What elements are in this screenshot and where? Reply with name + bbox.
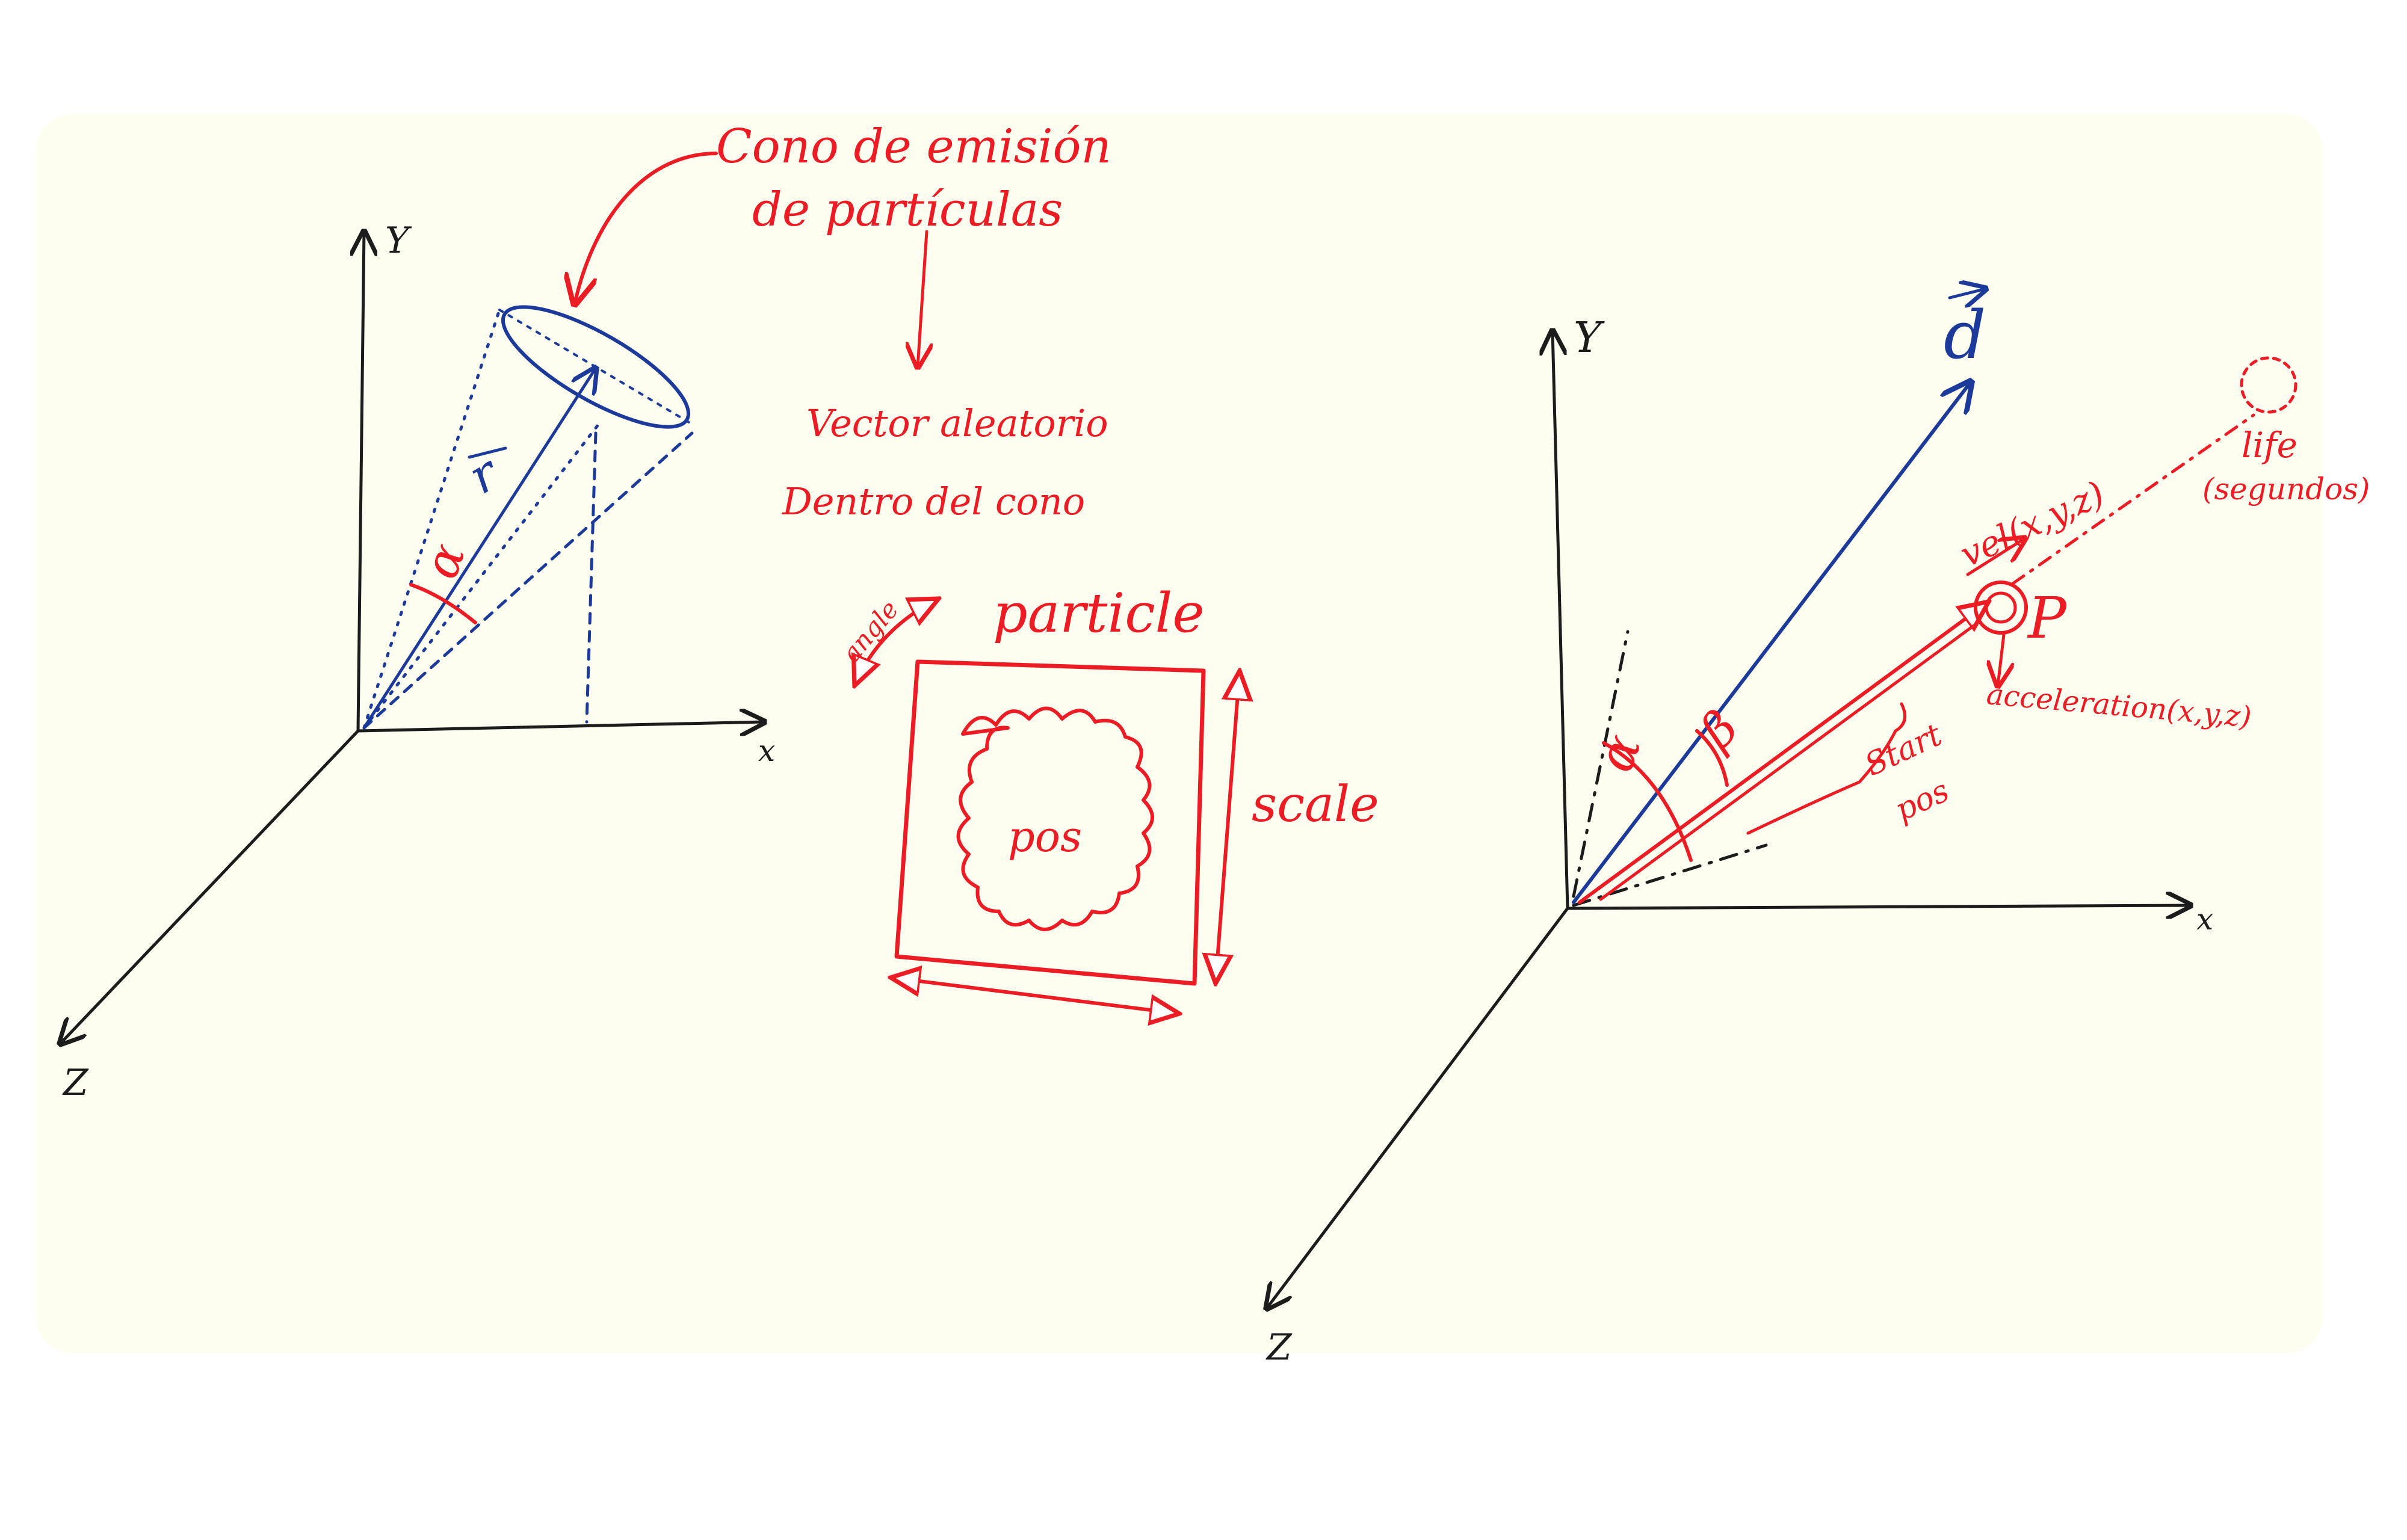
angle-rotation-arrow (854, 599, 939, 686)
direction-d-label-arrow (1948, 289, 1986, 298)
random-vector-title: Vector aleatorio (806, 401, 1108, 445)
random-vector-pointer-arrow (918, 230, 927, 367)
life-label-line2: (segundos) (2202, 472, 2370, 507)
life-end-point (2240, 356, 2297, 414)
particle-quad (894, 659, 1206, 986)
start-pos-vector (1578, 602, 1989, 904)
velocity-arrow (1966, 538, 2025, 576)
cone-vector-r (362, 368, 596, 730)
left-z-axis-label: Z (62, 1062, 89, 1104)
particle-sprite (854, 599, 1240, 1014)
scale-horizontal-arrow (891, 978, 1179, 1014)
right-figure (1267, 331, 2297, 1308)
right-x-axis-label: x (2196, 902, 2213, 937)
left-figure (60, 232, 764, 1044)
right-x-axis (1566, 905, 2190, 908)
start-pos-vector-parallel (1599, 624, 1976, 901)
particle-blob (956, 706, 1154, 931)
direction-vector-d (1572, 382, 1971, 904)
left-x-axis (356, 722, 764, 731)
cone-emission-title: Cono de emisión (716, 120, 1111, 174)
right-z-axis-label: Z (1265, 1326, 1293, 1369)
cone-dashed-edge-right (362, 431, 694, 730)
direction-d-label: d (1944, 297, 1986, 374)
right-alpha-arc (1602, 741, 1693, 862)
right-y-axis (1553, 331, 1569, 910)
left-alpha-arc (409, 583, 477, 624)
random-vector-subtitle: Dentro del cono (782, 479, 1085, 523)
start-pos-bracket (1746, 702, 1907, 835)
particle-pos-label: pos (1008, 812, 1082, 861)
life-label-line1: life (2242, 425, 2297, 466)
point-p-label: P (2027, 585, 2068, 651)
left-x-axis-label: x (758, 733, 775, 768)
cone-vector-label-bar (468, 446, 507, 459)
paper-background (36, 114, 2323, 1354)
right-dashed-reference-up (1572, 630, 1630, 898)
left-y-axis-label: Y (385, 220, 412, 262)
right-z-axis (1267, 907, 1569, 1308)
cone-emission-subtitle: de partículas (752, 183, 1063, 237)
cone-pointer-arrow (575, 152, 718, 304)
left-y-axis (358, 232, 364, 733)
cone-projection-line (585, 431, 598, 724)
cone-dotted-edge-left (362, 308, 501, 730)
scale-vertical-arrow (1216, 671, 1240, 984)
particle-title: particle (993, 582, 1205, 645)
right-y-axis-label: Y (1574, 313, 1605, 362)
right-beta-arc (1695, 729, 1729, 787)
particle-point-p-inner (1985, 591, 2017, 624)
left-z-axis (60, 729, 360, 1044)
particle-point-p-outer (1974, 581, 2028, 635)
particle-scale-label: scale (1252, 776, 1379, 833)
acceleration-arrow (1998, 633, 2004, 686)
cone-random-dotted-line (362, 422, 601, 730)
right-dashed-reference-flat (1572, 843, 1768, 907)
